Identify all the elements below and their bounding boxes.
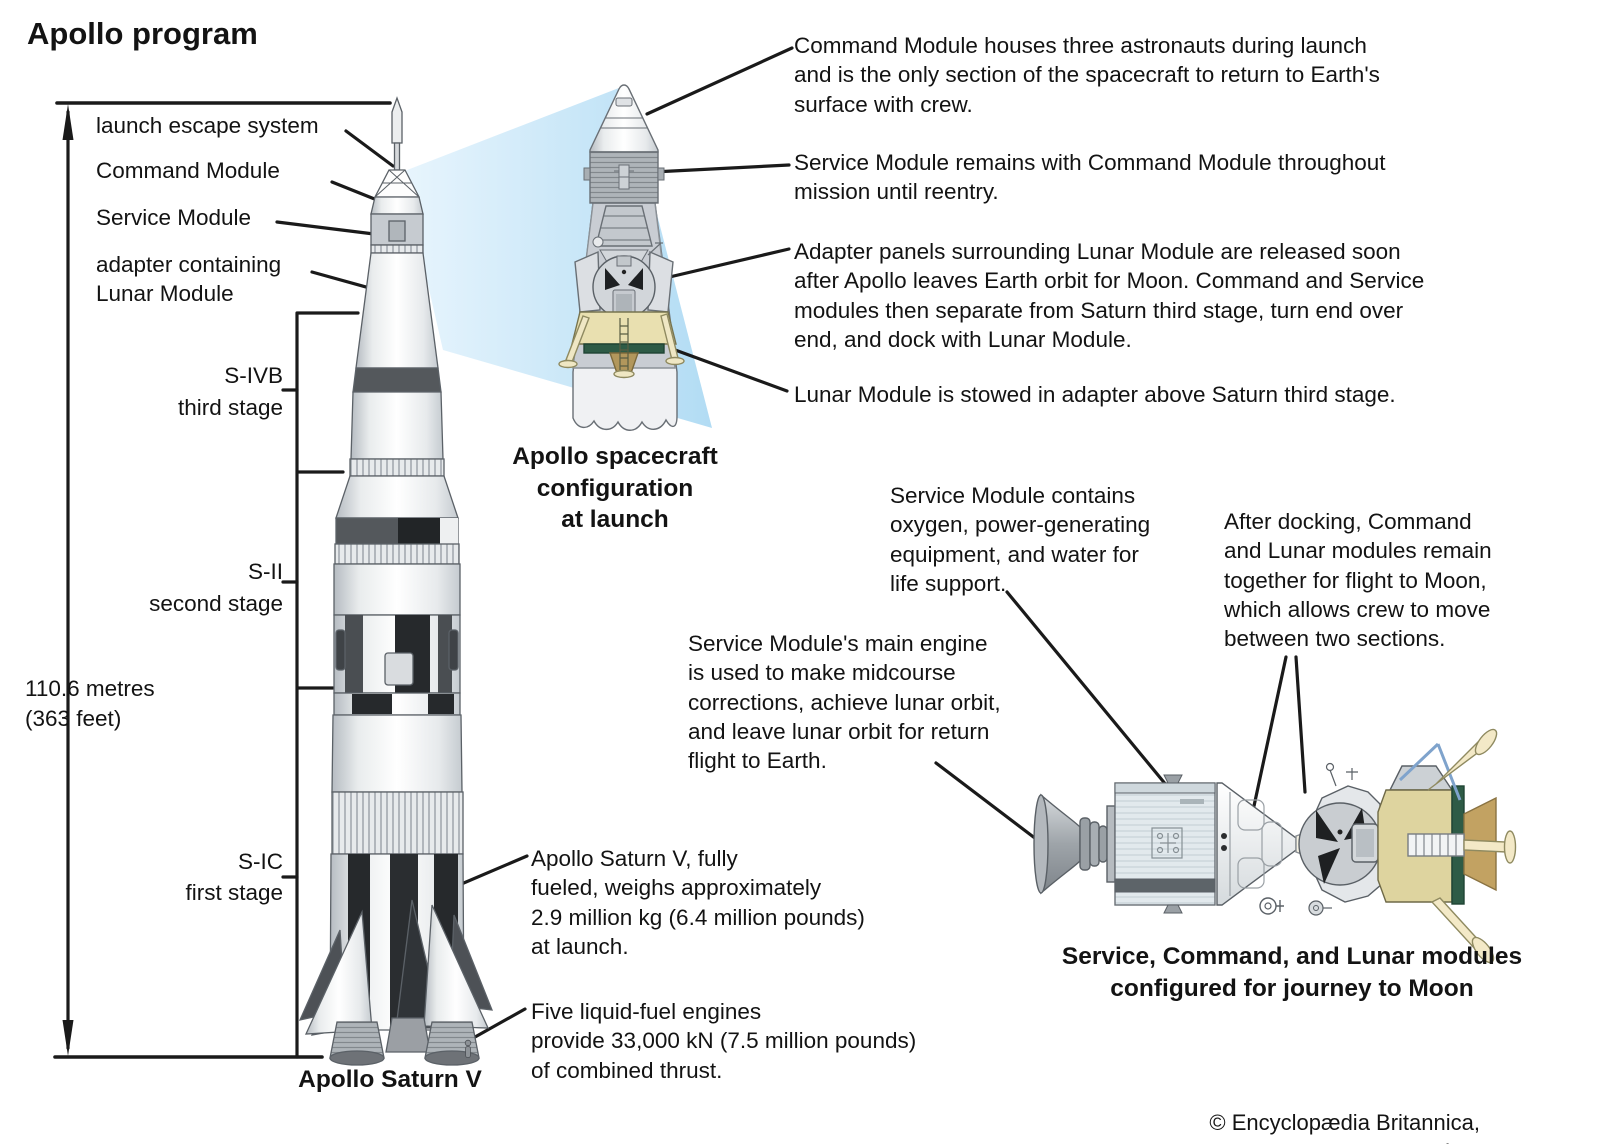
label-second-stage: S-II second stage: [149, 559, 283, 616]
engine-bells: [329, 1017, 480, 1066]
callout-sm-contents: Service Module contains oxygen, power-ge…: [890, 483, 1151, 596]
height-arrow-icon: [62, 104, 74, 1056]
label-command-module: Command Module: [96, 158, 280, 183]
label-rocket-height: 110.6 metres (363 feet): [25, 676, 155, 731]
human-scale-figure: [464, 1039, 472, 1058]
page-title: Apollo program: [27, 16, 258, 51]
label-first-stage: S-IC first stage: [185, 849, 283, 905]
journey-configuration-illustration: [1033, 728, 1517, 964]
callout-engines-thrust: Five liquid-fuel engines provide 33,000 …: [531, 999, 917, 1083]
stowed-lunar-module: [558, 236, 685, 379]
lunar-module-ascent-stage: [1298, 762, 1383, 916]
caption-journey-configuration: Service, Command, and Lunar modules conf…: [1061, 943, 1523, 1002]
copyright-notice: © Encyclopædia Britannica, Inc.: [1209, 1110, 1480, 1144]
caption-spacecraft-configuration: Apollo spacecraft configuration at launc…: [512, 443, 718, 533]
spacecraft-cutaway-illustration: [558, 84, 685, 431]
callout-after-docking: After docking, Command and Lunar modules…: [1224, 509, 1492, 652]
saturn-v-illustration: [298, 96, 494, 1066]
caption-saturn-v: Apollo Saturn V: [298, 1066, 482, 1093]
callout-command-module: Command Module houses three astronauts d…: [794, 33, 1380, 117]
callout-saturn-weight: Apollo Saturn V, fully fueled, weighs ap…: [531, 846, 865, 959]
callout-lunar-module-stowed: Lunar Module is stowed in adapter above …: [794, 382, 1396, 407]
label-adapter-lunar-module: adapter containing Lunar Module: [96, 252, 282, 307]
callout-sm-engine: Service Module's main engine is used to …: [688, 631, 1001, 774]
label-third-stage: S-IVB third stage: [177, 363, 283, 420]
callout-adapter-panels: Adapter panels surrounding Lunar Module …: [794, 239, 1425, 352]
label-service-module: Service Module: [96, 205, 252, 230]
callout-service-module: Service Module remains with Command Modu…: [794, 150, 1386, 205]
label-launch-escape-system: launch escape system: [96, 113, 319, 138]
lunar-module-descent-stage: [1377, 728, 1517, 964]
